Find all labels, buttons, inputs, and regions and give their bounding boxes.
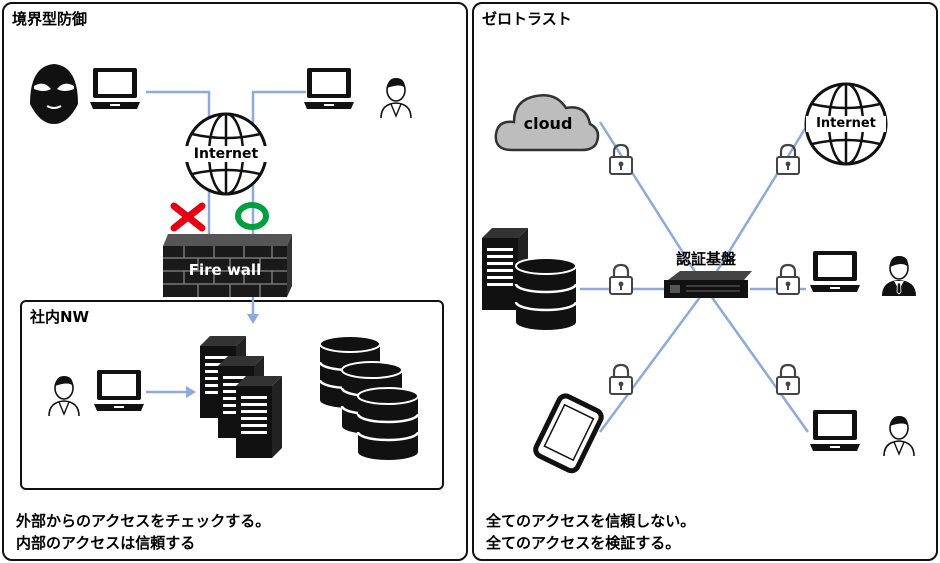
- lock-icon: [775, 363, 801, 396]
- zerotrust-caption-line1: 全てのアクセスを信頼しない。: [486, 512, 696, 530]
- zerotrust-title: ゼロトラスト: [482, 10, 572, 28]
- user-icon: [881, 255, 917, 297]
- auth-platform-label: 認証基盤: [675, 250, 736, 268]
- lock-icon: [775, 143, 801, 176]
- database-icon: [514, 256, 578, 332]
- arrowhead-down: [247, 314, 259, 324]
- zerotrust-caption-line2: 全てのアクセスを検証する。: [486, 534, 681, 552]
- lock-icon: [608, 363, 634, 396]
- allow-mark-icon: [235, 202, 269, 230]
- internet-label: Internet: [180, 146, 272, 162]
- perimeter-caption-line2: 内部のアクセスは信頼する: [16, 534, 196, 552]
- user-icon: [883, 415, 915, 457]
- user-icon: [48, 375, 80, 417]
- laptop-icon: [810, 251, 860, 292]
- perimeter-caption: 外部からのアクセスをチェックする。 内部のアクセスは信頼する: [16, 510, 270, 554]
- lock-icon: [608, 143, 634, 176]
- user-icon: [380, 77, 412, 119]
- zerotrust-connectors: [580, 121, 810, 433]
- deny-mark-icon: [170, 202, 206, 232]
- server-icon: [236, 376, 282, 458]
- arrowhead-right: [186, 386, 196, 398]
- laptop-icon: [304, 68, 354, 109]
- laptop-icon: [810, 410, 860, 451]
- lock-icon: [775, 263, 801, 296]
- cloud-label: cloud: [523, 114, 573, 133]
- internal-network-title: 社内NW: [30, 308, 90, 326]
- auth-server-icon: [664, 271, 752, 298]
- laptop-icon: [90, 68, 140, 109]
- cloud-icon: [494, 94, 600, 152]
- smartphone-icon: [533, 393, 604, 474]
- hacker-icon: [30, 64, 78, 124]
- database-icon: [356, 386, 420, 462]
- perimeter-title: 境界型防御: [12, 10, 88, 28]
- lock-icon: [608, 263, 634, 296]
- perimeter-caption-line1: 外部からのアクセスをチェックする。: [16, 512, 271, 530]
- firewall-label: Fire wall: [188, 261, 262, 279]
- internet-label-right: Internet: [806, 116, 886, 132]
- zerotrust-caption: 全てのアクセスを信頼しない。 全てのアクセスを検証する。: [486, 510, 695, 554]
- laptop-icon: [94, 370, 144, 411]
- firewall-icon: [163, 234, 292, 297]
